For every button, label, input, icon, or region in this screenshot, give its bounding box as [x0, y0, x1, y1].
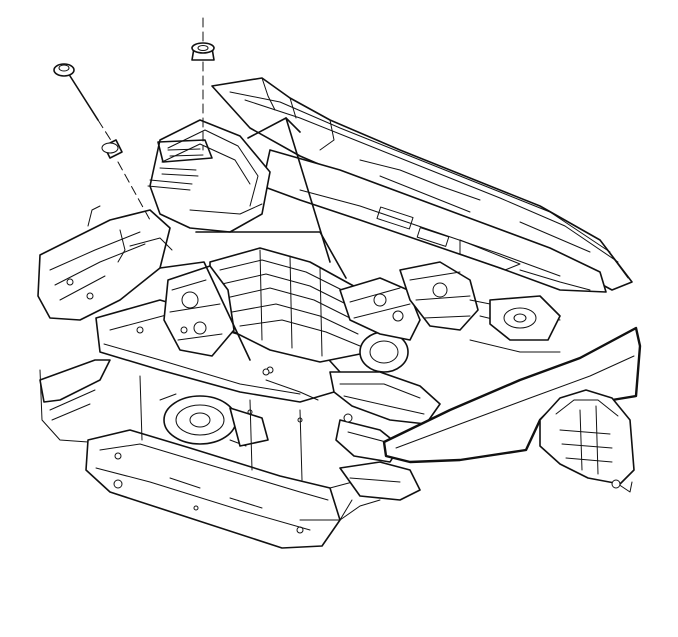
- engine-cover-bolt: [53, 63, 113, 143]
- strut-tower-right: [489, 295, 561, 341]
- detail-lines: [117, 229, 561, 511]
- ac-compressor: [159, 393, 269, 447]
- engine-cover-grommet: [101, 139, 151, 221]
- front-fascia-right: [299, 461, 421, 521]
- intake-manifold: [209, 247, 383, 363]
- engine-cover-lettering: [147, 167, 199, 191]
- engine-cover: [147, 119, 271, 233]
- callout-leader-lines: [159, 117, 347, 361]
- frame-fasteners: [113, 368, 621, 489]
- cowl-panel: [261, 149, 607, 293]
- right-fender: [382, 326, 642, 493]
- lower-front-crossmember: [39, 369, 401, 549]
- throttle-body: [339, 277, 421, 373]
- engine-cover-nut: [191, 17, 215, 151]
- air-intake-duct: [329, 371, 441, 463]
